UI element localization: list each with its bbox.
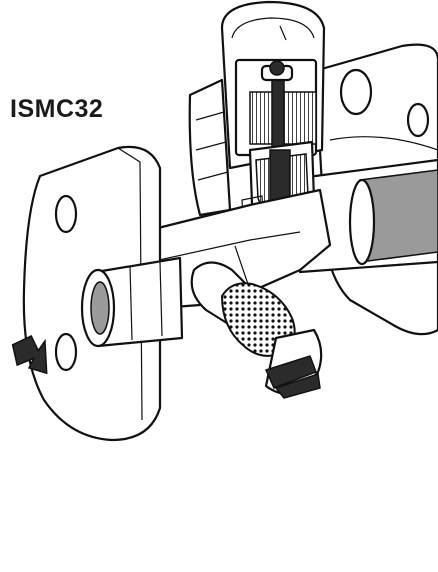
inlet-bore (80, 256, 184, 348)
flow-direction-arrow-icon (11, 335, 48, 375)
strainer (190, 261, 323, 399)
valve-stem (271, 69, 285, 156)
outlet-bolt-hole-top (339, 68, 373, 116)
cap-bonnet (220, 0, 326, 170)
model-label: ISMC32 (10, 95, 104, 123)
inlet-bolt-hole-top (54, 194, 78, 234)
inlet-bolt-hole-bottom (54, 332, 78, 372)
outlet-bore (298, 158, 438, 274)
outlet-bolt-hole-right (406, 102, 430, 138)
rear-body (188, 78, 232, 217)
